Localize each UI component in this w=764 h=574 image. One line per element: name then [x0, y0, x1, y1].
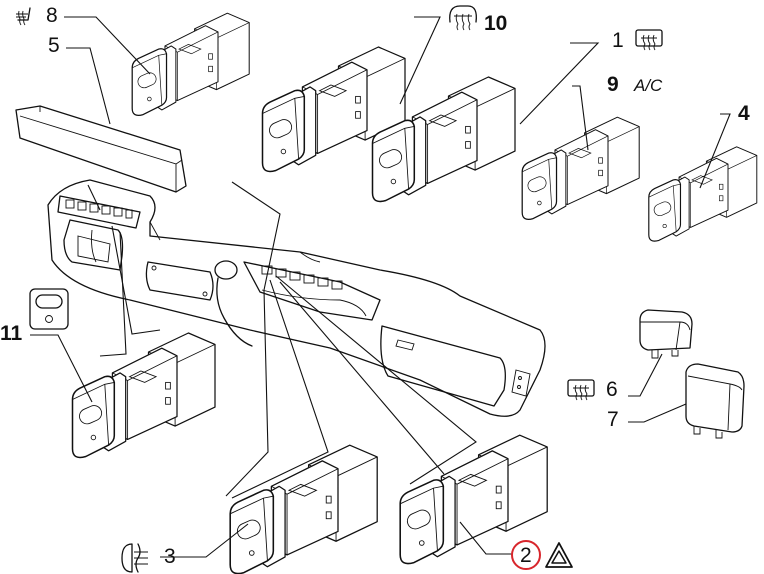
callout-6: 6	[606, 378, 618, 401]
interior-light-icon	[29, 288, 69, 330]
windscreen-defrost-icon	[449, 5, 477, 31]
switch-9-ac	[521, 116, 640, 221]
rear-window-defrost-icon	[567, 379, 595, 401]
hazard-warning-icon	[545, 542, 573, 568]
ac-label: A/C	[633, 76, 663, 95]
relay-7	[685, 363, 745, 439]
rear-window-defrost-icon	[635, 29, 663, 51]
callout-3: 3	[164, 545, 176, 568]
rear-fog-light-icon	[121, 543, 148, 573]
switch-3-rear-fog	[229, 444, 378, 574]
callout-11: 11	[0, 322, 23, 345]
callout-2-highlight-ring	[511, 540, 541, 570]
callout-10: 10	[484, 12, 507, 35]
switch-11-interior-light	[71, 332, 216, 459]
relay-6	[639, 309, 693, 359]
leader-lines	[30, 16, 731, 558]
switch-4-blank	[648, 146, 758, 242]
callout-9: 9	[607, 73, 619, 96]
switch-8-heated-seat	[131, 12, 250, 117]
callout-1: 1	[612, 29, 624, 52]
heated-seat-icon	[16, 7, 31, 26]
callout-2: 2	[520, 544, 532, 567]
callout-4: 4	[738, 102, 750, 125]
switch-panel-strip	[15, 105, 187, 193]
callout-8: 8	[46, 4, 58, 27]
callout-7: 7	[607, 408, 619, 431]
callout-5: 5	[48, 34, 60, 57]
